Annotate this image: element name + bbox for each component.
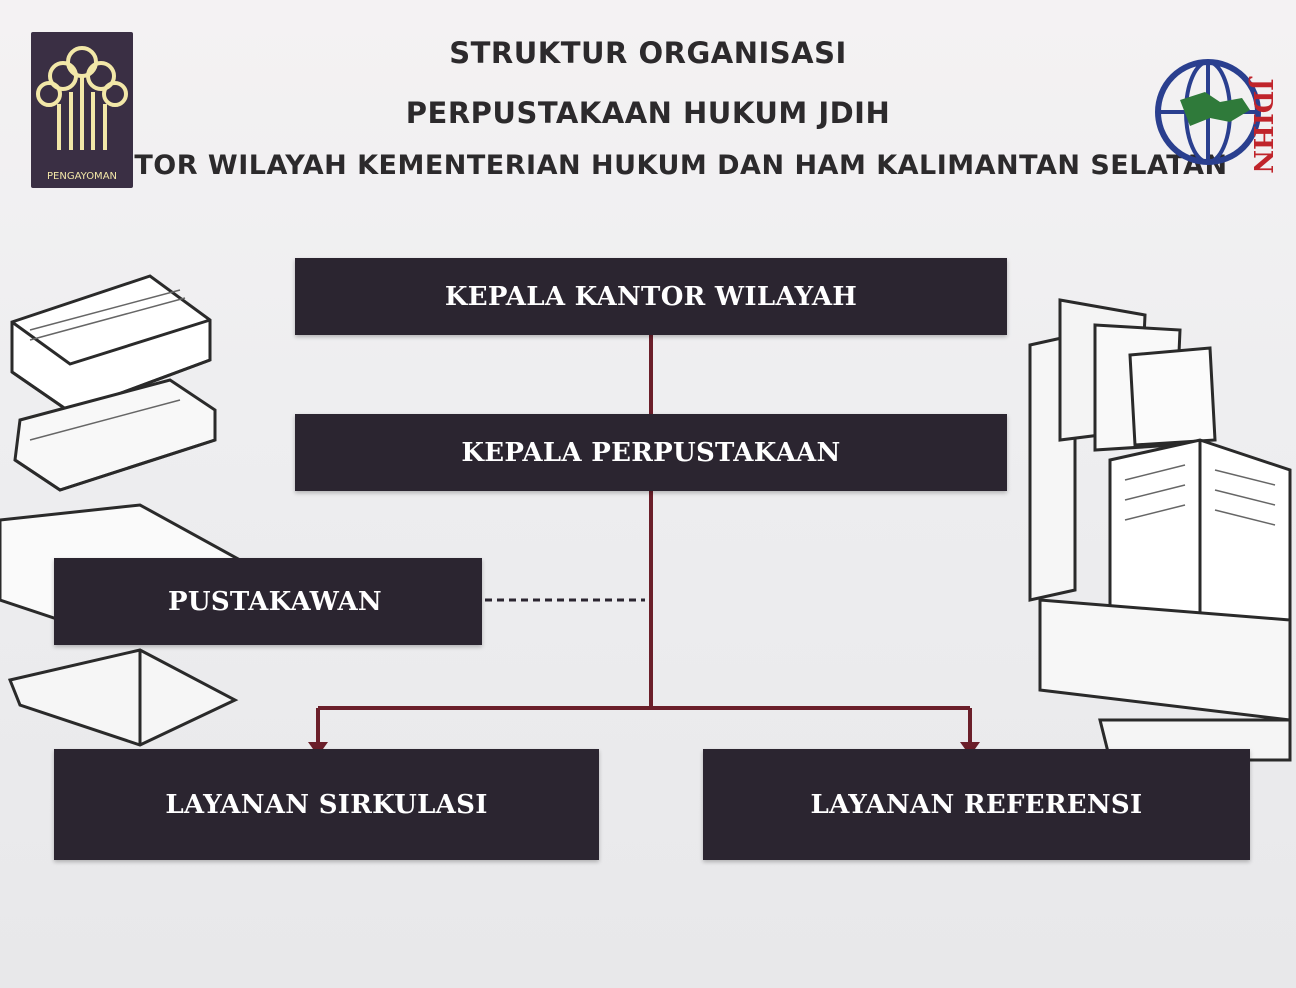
- jdihn-logo: JDIHN: [1155, 59, 1277, 174]
- logo-caption: PENGAYOMAN: [46, 171, 118, 182]
- pengayoman-tree-icon: [36, 46, 128, 150]
- box-kepala-kantor-wilayah: KEPALA KANTOR WILAYAH: [295, 258, 1007, 335]
- box-pustakawan: PUSTAKAWAN: [54, 558, 482, 645]
- box-layanan-referensi: LAYANAN REFERENSI: [703, 749, 1250, 860]
- jdihn-logo-text: JDIHN: [1247, 76, 1277, 173]
- box-layanan-sirkulasi: LAYANAN SIRKULASI: [54, 749, 599, 860]
- box-kepala-perpustakaan: KEPALA PERPUSTAKAAN: [295, 414, 1007, 491]
- title-line-2: PERPUSTAKAAN HUKUM JDIH: [405, 96, 891, 130]
- title-line-3: KANTOR WILAYAH KEMENTERIAN HUKUM DAN HAM…: [68, 150, 1228, 181]
- title-line-1: STRUKTUR ORGANISASI: [449, 36, 847, 70]
- pengayoman-logo: PENGAYOMAN: [31, 32, 133, 188]
